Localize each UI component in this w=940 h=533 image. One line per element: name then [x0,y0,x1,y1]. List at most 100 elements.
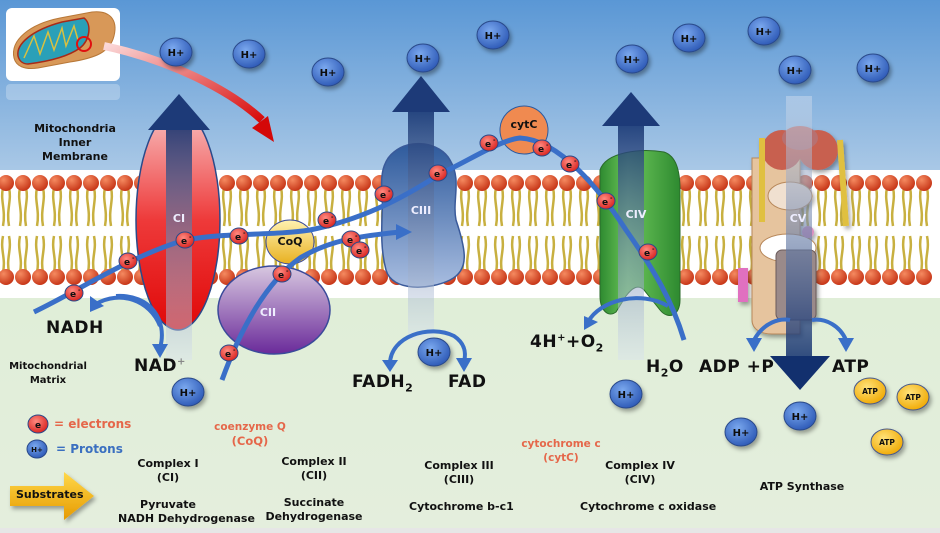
atp-arrow [811,317,848,341]
coq-caption-abbr: (CoQ) [231,434,269,448]
proton-label: H+ [168,48,185,59]
proton-label: H+ [624,55,641,66]
electron-label: e [380,191,386,201]
inner-membrane-label: Mitochondria Inner Membrane [30,122,120,164]
o2-sup: + [557,332,566,344]
phospholipid [559,175,575,285]
caption-abbr: (CIII) [443,473,475,486]
proton-label: H+ [792,412,809,423]
electron: e- [479,134,499,152]
proton: H+ [311,57,345,87]
o2-part: 4H [530,332,558,352]
h2o-part: H [646,357,661,377]
svg-text:H+: H+ [31,446,43,454]
electron-label: e [485,140,491,150]
fadh2-fad-arrow [388,329,467,365]
electron: e- [560,155,580,173]
proton-label: H+ [485,31,502,42]
electron-charge: - [388,188,391,195]
h2o-label: H2O [646,357,684,379]
tag-coq: CoQ [278,235,303,248]
caption-desc: NADH Dehydrogenase [118,512,255,525]
proton: H+ [232,39,266,69]
phospholipid [321,175,337,285]
proton: H+ [417,337,451,367]
phospholipid [814,175,830,285]
proton: H+ [406,43,440,73]
electron-label: e [278,271,284,281]
electron-charge: - [331,214,334,221]
protons-layer: H+H+H+H+H+H+H+H+H+H+H+H+H+H+H+ [159,16,890,447]
complex-iii-caption: Complex III (CIII) Cytochrome b-c1 [409,459,514,514]
phospholipid [865,175,881,285]
complex-v-caption: ATP Synthase [752,480,852,494]
phospholipid [678,175,694,285]
atp-molecule-label: ATP [905,393,921,402]
phospholipid [695,175,711,285]
proton-arrow-cv [770,96,830,390]
proton: H+ [783,401,817,431]
proton-arrow-civ [602,92,660,360]
o2-label: 4H++O2 [530,332,604,354]
substrates-label: Substrates [16,488,84,501]
fadh2-base: FADH [352,372,406,392]
electron-charge: - [546,142,549,149]
fadh2-label: FADH2 [352,372,413,394]
zoom-arrow-head [252,116,274,142]
phospholipid [491,175,507,285]
electron-charge: - [493,137,496,144]
zoom-arrow [103,42,265,123]
electron-label: e [644,249,650,259]
legend-protons-label: = Protons [56,442,123,456]
electron: e- [638,243,658,261]
electron: e- [175,231,195,249]
electron-charge: - [132,255,135,262]
proton-label: H+ [787,66,804,77]
tag-ciii: CIII [411,204,431,217]
proton: H+ [609,379,643,409]
proton-label: H+ [681,34,698,45]
o2-arrow [586,296,669,324]
complex-ii-caption: Complex II (CII) Succinate Dehydrogenase [264,455,364,524]
caption-desc: Succinate [283,496,345,509]
atp-molecule: ATP [853,377,887,405]
proton-arrow-ciii [392,76,450,340]
phospholipid [899,175,915,285]
caption-name: Complex II [281,455,347,468]
nadh-arrow [94,295,162,327]
caption-name: Complex IV [605,459,675,472]
electron-path-cii [219,229,401,381]
caption-desc: Pyruvate [139,498,196,511]
tag-civ: CIV [626,208,647,221]
electron-label: e [602,198,608,208]
nad-arrow [115,293,164,349]
tag-cytc: cytC [510,118,537,131]
proton: H+ [778,55,812,85]
cytc-caption-name: cytochrome c [521,438,601,450]
phospholipid [729,175,745,285]
phospholipid [916,175,932,285]
caption-name: ATP Synthase [759,480,845,493]
electron: e- [118,252,138,270]
svg-text:e: e [35,421,41,431]
phospholipid [882,175,898,285]
electron-label: e [181,237,187,247]
electron: e- [428,164,448,182]
proton-label: H+ [426,348,443,359]
electron: e- [229,227,249,245]
phospholipid [0,175,14,285]
tag-cv: CV [790,212,807,225]
electrons-layer: e-e-e-e-e-e-e-e-e-e-e-e-e-e-e-e- [64,134,658,362]
atp-molecule: ATP [896,383,930,411]
phospholipid [83,175,99,285]
o2-part: +O [565,332,596,352]
electron-charge: - [442,167,445,174]
phospholipid [49,175,65,285]
fad-label: FAD [448,372,487,392]
electron: e- [350,241,370,259]
electron-charge: - [610,195,613,202]
phospholipid [508,175,524,285]
caption-abbr: (CII) [300,469,328,482]
caption-name: Complex III [424,459,494,472]
